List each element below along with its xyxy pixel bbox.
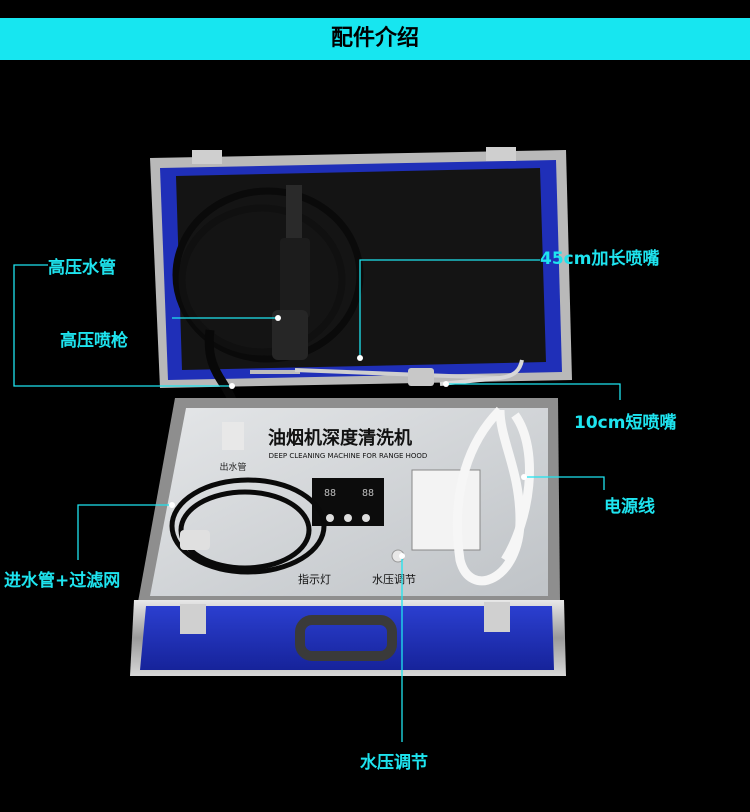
power-cord-coil: [452, 406, 534, 586]
callout-inlet-hose-filter: 进水管+过滤网: [4, 571, 121, 591]
callout-lines: [13, 259, 621, 742]
outlet-fitting: [222, 422, 244, 450]
leader-power-cord: [524, 476, 605, 490]
lid-latch-right: [486, 147, 516, 161]
outlet-label: 出水管: [219, 461, 246, 473]
callout-high-pressure-gun: 高压喷枪: [60, 331, 128, 351]
leader-inlet-hose: [77, 504, 172, 560]
callout-pressure-adjust: 水压调节: [360, 753, 428, 773]
minus-button: [326, 514, 334, 522]
base-latch-right: [484, 602, 510, 632]
plus-button: [362, 514, 370, 522]
base-latch-left: [180, 604, 206, 634]
carry-handle: [295, 615, 397, 661]
short-nozzle: [439, 359, 524, 386]
banner-title: 配件介绍: [330, 26, 419, 51]
leader-short-nozzle: [446, 383, 621, 400]
display-readout-left: 88: [324, 488, 336, 499]
notice-sticker: [411, 469, 481, 551]
filter: [180, 530, 210, 550]
panel-title: 油烟机深度清洗机: [268, 427, 412, 449]
inlet-hose-coil: [169, 477, 327, 575]
callout-long-nozzle: 45cm加长喷嘴: [540, 249, 660, 269]
callout-power-cord: 电源线: [604, 497, 655, 517]
leader-high-pressure-hose: [13, 264, 232, 387]
spray-gun: [250, 185, 310, 374]
panel-subtitle: DEEP CLEANING MACHINE FOR RANGE HOOD: [269, 452, 428, 460]
display-readout-right: 88: [362, 488, 374, 499]
title-banner: 配件介绍: [0, 18, 750, 60]
callout-high-pressure-hose: 高压水管: [48, 258, 116, 278]
pressure-knob-label: 水压调节: [372, 573, 416, 586]
callout-short-nozzle: 10cm短喷嘴: [574, 413, 677, 433]
lid-latch-left: [192, 150, 222, 164]
indicator-label: 指示灯: [298, 572, 331, 586]
leader-long-nozzle: [359, 259, 540, 358]
power-button: [344, 514, 352, 522]
long-nozzle: [294, 368, 501, 386]
